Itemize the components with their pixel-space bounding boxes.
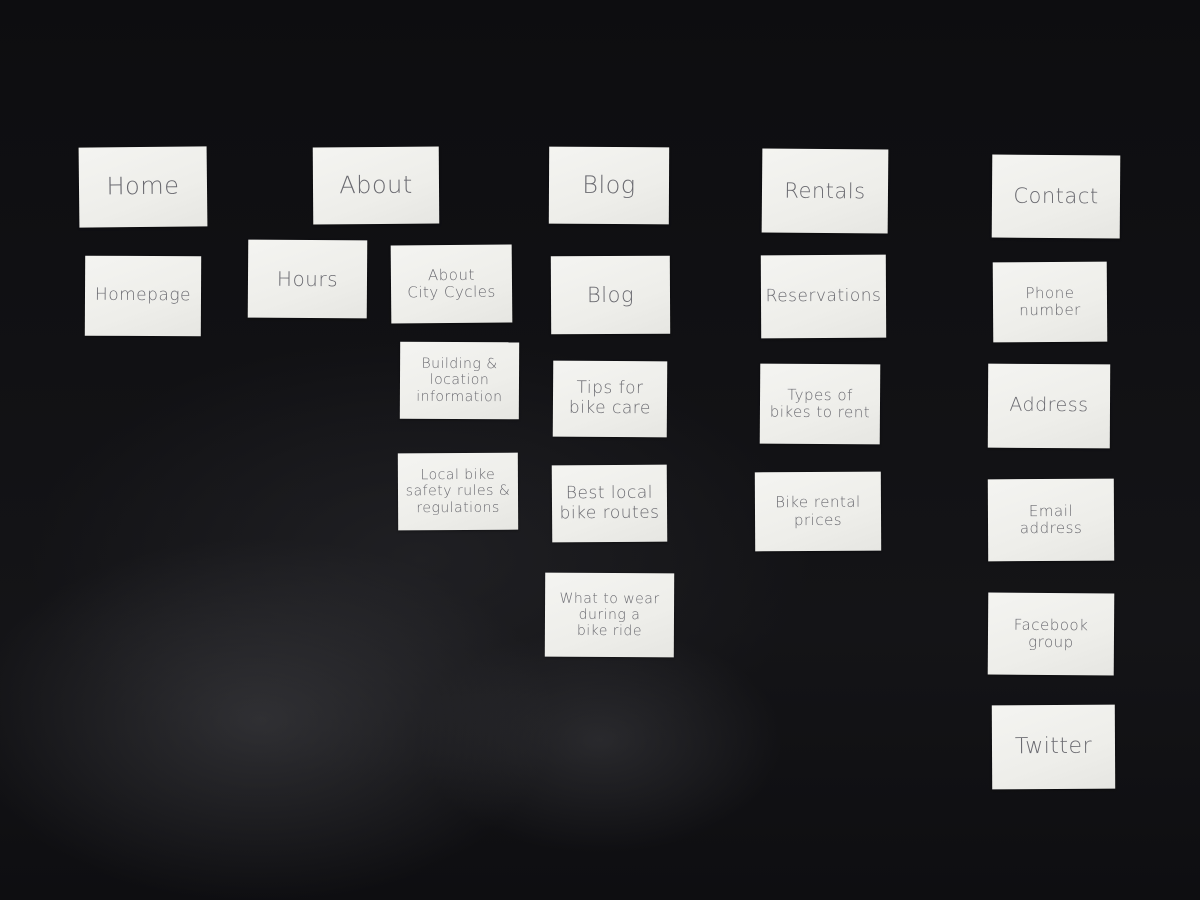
card-reservations: Reservations [760,254,887,339]
card-local-bike-safety-rules: Local bike safety rules & regulations [397,452,519,531]
card-blog: Blog [550,255,671,335]
card-tips-for-bike-care: Tips for bike care [552,360,668,438]
card-building-location-information: Building & location information [399,341,520,420]
card-best-local-bike-routes: Best local bike routes [551,464,668,543]
card-homepage: Homepage [84,255,202,337]
card-phone-number: Phone number [992,261,1108,343]
card-bike-rental-prices: Bike rental prices [754,471,882,552]
card-facebook-group: Facebook group [987,592,1115,676]
card-what-to-wear: What to wear during a bike ride [544,572,675,658]
card-about-city-cycles: About City Cycles [390,244,513,324]
card-hours: Hours [247,239,368,319]
card-header-contact: Contact [991,154,1121,239]
card-header-blog: Blog [548,146,670,225]
card-header-about: About [312,146,440,225]
card-address: Address [987,363,1111,449]
card-twitter: Twitter [991,704,1116,790]
card-header-home: Home [78,146,208,228]
card-types-of-bikes-to-rent: Types of bikes to rent [759,363,881,445]
card-email-address: Email address [987,478,1115,562]
card-header-rentals: Rentals [761,148,889,234]
